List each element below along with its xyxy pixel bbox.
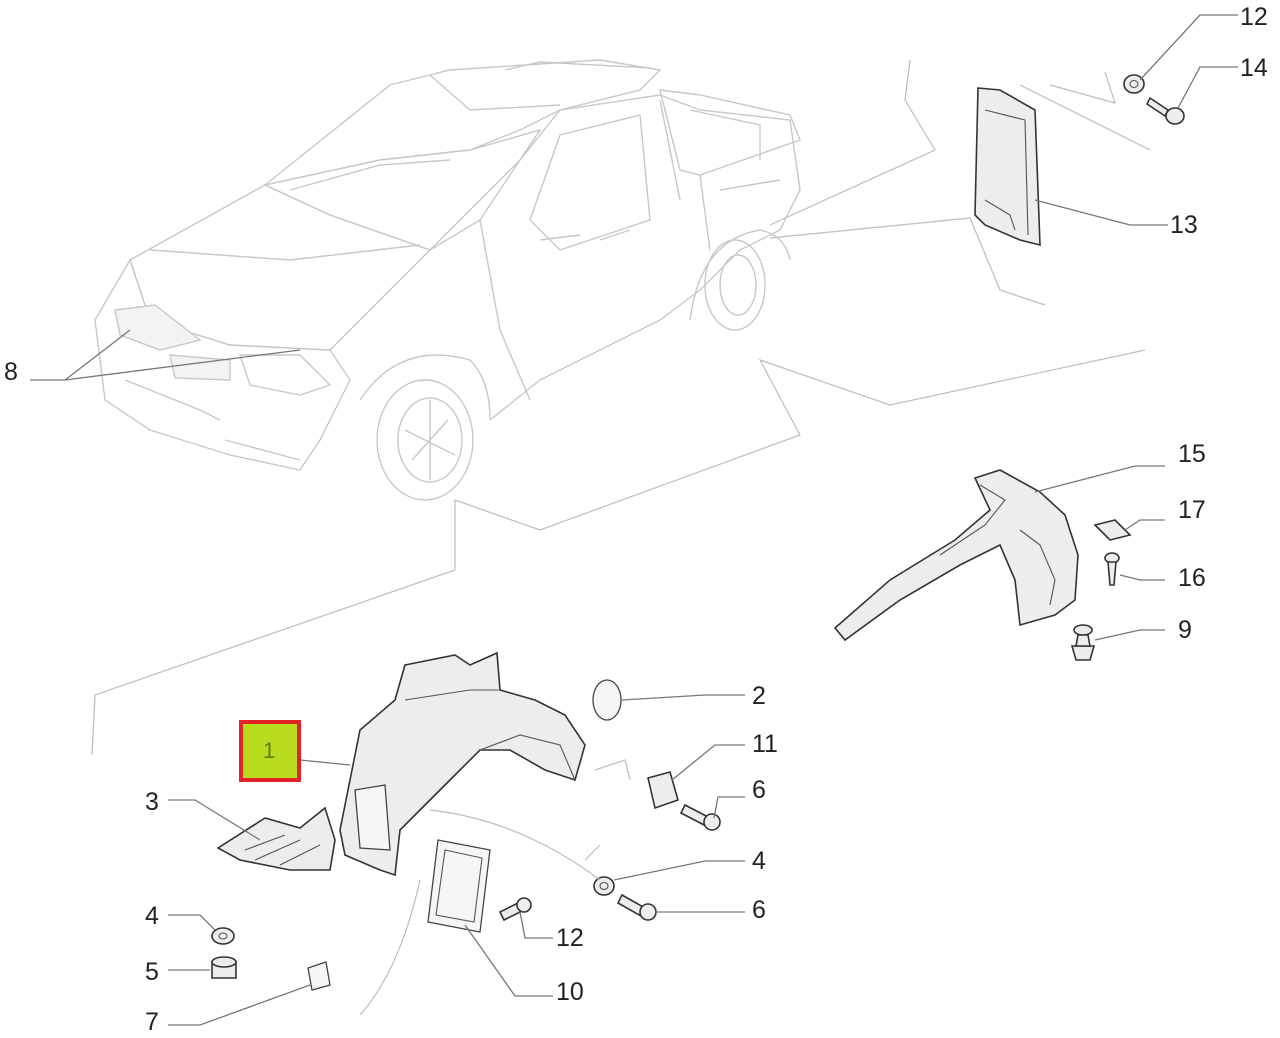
part-10-cover-plate — [427, 839, 491, 933]
part-17-clip — [1093, 519, 1132, 541]
part-3-shield — [216, 806, 336, 871]
callout-2: 2 — [752, 682, 766, 710]
leader-lines — [30, 14, 1238, 1026]
pickup-truck-illustration — [94, 59, 801, 501]
callout-15: 15 — [1178, 440, 1206, 468]
part-16-screw — [1104, 552, 1120, 586]
callout-12-bottom: 12 — [556, 924, 584, 952]
part-12-washer-top — [1123, 74, 1145, 94]
part-14-screw — [1145, 96, 1185, 125]
part-5-spacer — [211, 956, 237, 979]
callout-13: 13 — [1170, 211, 1198, 239]
part-15-rear-wheelarch-liner — [833, 469, 1079, 642]
callout-3: 3 — [145, 788, 159, 816]
guide-hooks — [584, 759, 631, 861]
part-2-cap — [592, 679, 622, 721]
callout-4-right: 4 — [752, 847, 766, 875]
callout-7: 7 — [145, 1008, 159, 1036]
highlight-box[interactable] — [239, 720, 301, 782]
part-6-bolt-lower — [616, 893, 657, 921]
callout-4-left: 4 — [145, 902, 159, 930]
callout-12-top: 12 — [1240, 3, 1268, 31]
highlighted-part-callout[interactable]: 1 — [239, 720, 301, 782]
fender-arc-guide — [359, 809, 601, 1016]
callout-16: 16 — [1178, 564, 1206, 592]
callout-labels: 12 14 13 8 15 17 16 9 2 11 6 4 6 12 10 3… — [4, 3, 1268, 1036]
callout-14: 14 — [1240, 54, 1268, 82]
callout-5: 5 — [145, 958, 159, 986]
callout-8: 8 — [4, 358, 18, 386]
callout-6-upper: 6 — [752, 776, 766, 804]
callout-9: 9 — [1178, 616, 1192, 644]
part-1-front-wheelarch-liner — [339, 651, 586, 877]
callout-11: 11 — [752, 730, 778, 758]
callout-17: 17 — [1178, 496, 1206, 524]
part-9-rivet — [1070, 624, 1096, 661]
part-6-bolt-upper — [679, 803, 721, 831]
part-12-screw-bottom — [498, 897, 532, 922]
part-7-clip — [307, 961, 331, 991]
part-11-retainer — [647, 771, 679, 810]
callout-10: 10 — [556, 978, 584, 1006]
part-13-rear-panel — [974, 87, 1041, 247]
callout-6-lower: 6 — [752, 896, 766, 924]
part-4-washer-right — [593, 876, 615, 896]
part-4-washer-left — [211, 927, 235, 945]
guide-lines — [91, 59, 1151, 756]
callout-1: 1 — [263, 738, 275, 763]
